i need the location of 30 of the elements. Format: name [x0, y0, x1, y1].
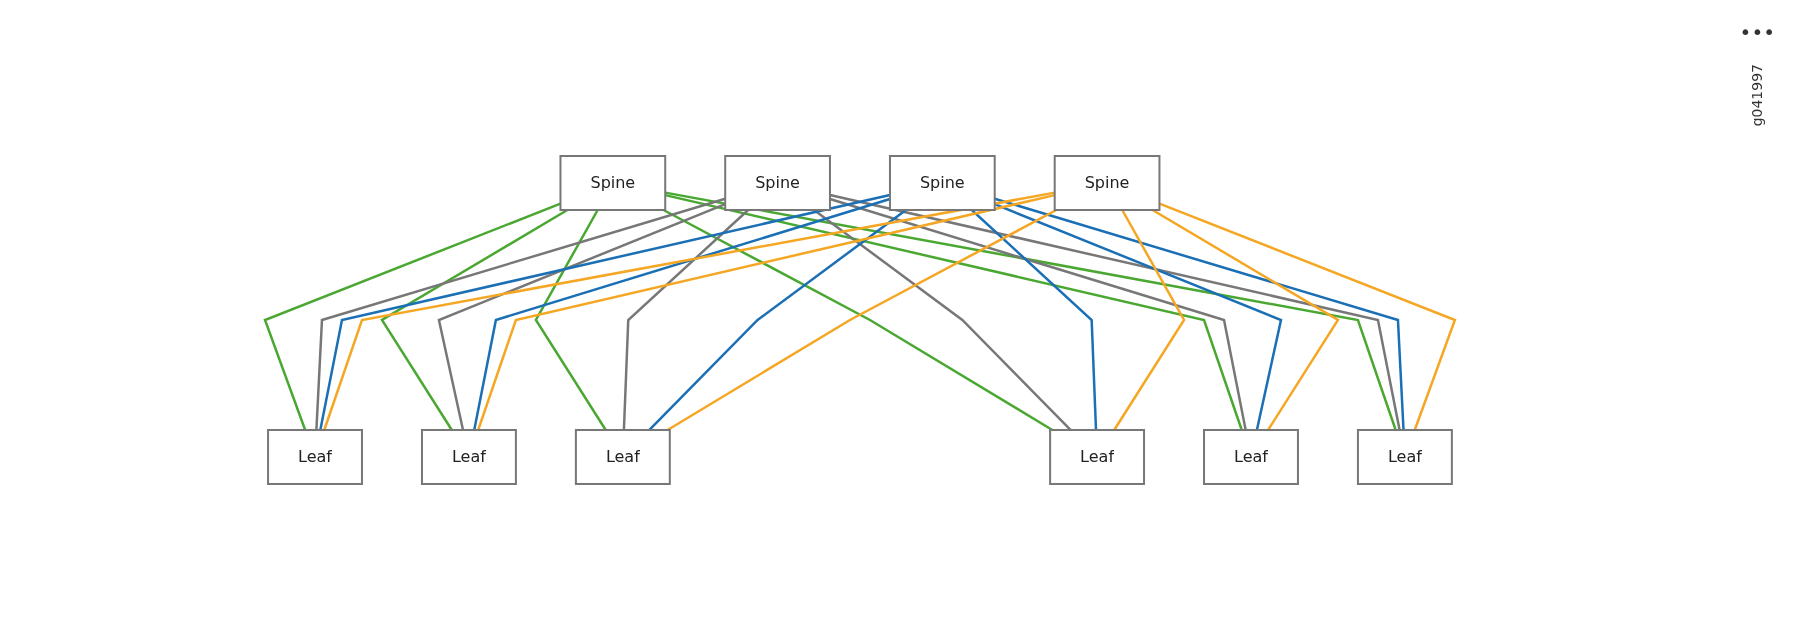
connector	[665, 191, 1397, 431]
connector	[648, 209, 907, 431]
node-box: Leaf	[267, 429, 363, 485]
connector	[1159, 202, 1457, 431]
connector	[829, 197, 1247, 431]
node-box: Spine	[889, 155, 996, 211]
node-box: Spine	[559, 155, 667, 211]
connector	[380, 208, 568, 431]
node-box: Spine	[724, 155, 831, 211]
connector	[994, 197, 1405, 431]
connector	[970, 209, 1098, 431]
connector	[994, 203, 1283, 431]
connector	[437, 203, 726, 431]
connector	[1113, 209, 1186, 431]
connector	[534, 209, 607, 431]
connector	[323, 191, 1055, 431]
node-box: Leaf	[421, 429, 517, 485]
node-box: Leaf	[1203, 429, 1299, 485]
connector	[477, 193, 1055, 431]
node-box: Leaf	[1357, 429, 1453, 485]
figure-id-label: g041997	[1749, 64, 1766, 127]
connector	[664, 193, 1243, 431]
connector	[315, 197, 726, 431]
ellipsis-label: •••	[1739, 20, 1775, 44]
connector	[622, 209, 750, 431]
connector	[829, 193, 1401, 431]
node-box: Spine	[1053, 155, 1161, 211]
node-box: Leaf	[574, 429, 671, 485]
connector	[263, 202, 561, 431]
node-box: Leaf	[1049, 429, 1146, 485]
